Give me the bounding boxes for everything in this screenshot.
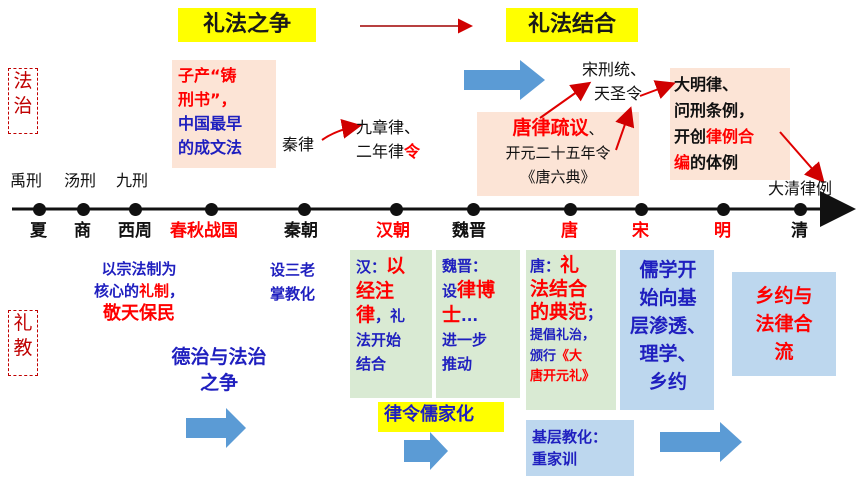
text-dezhi: 德治与法治 之争 bbox=[171, 346, 267, 394]
pre-label-tangxing: 汤刑 bbox=[64, 171, 97, 190]
text-han-rites: 汉：以 经注 律，礼 法开始 结合 bbox=[356, 255, 406, 373]
pre-label-jiuxing: 九刑 bbox=[116, 171, 149, 190]
arrow-tang-ming bbox=[615, 106, 635, 151]
timeline-dot bbox=[717, 203, 730, 216]
text-qing-law: 大清律例 bbox=[768, 179, 833, 198]
timeline-dot bbox=[390, 203, 403, 216]
text-weijin-rites: 魏晋： 设律博 士... 进一步 推动 bbox=[442, 257, 496, 373]
pre-label-yuxing: 禹刑 bbox=[10, 171, 43, 190]
text-qinlv: 秦律 bbox=[282, 135, 315, 154]
timeline-dot bbox=[467, 203, 480, 216]
block-arrow-mid bbox=[404, 432, 448, 470]
timeline-dot bbox=[33, 203, 46, 216]
box-weijin bbox=[436, 250, 520, 398]
timeline-dot bbox=[129, 203, 142, 216]
text-jiceng: 基层教化： 重家训 bbox=[532, 428, 608, 468]
box-han bbox=[350, 250, 432, 398]
text-song-rites: 儒学开 始向基 层渗透、 理学、 乡约 bbox=[629, 259, 706, 393]
block-arrow-top bbox=[464, 60, 545, 100]
era-shang: 商 bbox=[74, 221, 91, 241]
timeline-dot bbox=[794, 203, 807, 216]
box-tanglv bbox=[477, 112, 639, 196]
era-ming: 明 bbox=[714, 221, 731, 241]
box-ming bbox=[732, 272, 836, 376]
era-qinchao: 秦朝 bbox=[284, 221, 318, 241]
era-qing: 清 bbox=[791, 221, 808, 241]
arrow-tang-song bbox=[539, 81, 592, 119]
era-song: 宋 bbox=[632, 221, 649, 241]
era-weijin: 魏晋 bbox=[452, 221, 486, 241]
arrow-qinlv-jiuzhang bbox=[321, 119, 362, 141]
timeline-dot bbox=[298, 203, 311, 216]
text-qin-rites: 设三老 掌教化 bbox=[270, 261, 316, 303]
box-minglv bbox=[670, 68, 790, 180]
text-ming-rites: 乡约与 法律合 流 bbox=[755, 285, 813, 363]
box-zichan bbox=[172, 60, 276, 168]
text-xizhou-rites: 以宗法制为 核心的礼制， 敬天保民 bbox=[93, 260, 185, 324]
text-tang-rites: 唐：礼 法结合 的典范； 提倡礼治， 颁行《大 唐开元礼》 bbox=[530, 254, 603, 384]
text-jiuzhang: 九章律、 二年律令 bbox=[356, 118, 421, 161]
timeline-dot bbox=[635, 203, 648, 216]
text-ming-law: 大明律、 问刑条例， 开创律例合 编的体例 bbox=[674, 75, 755, 172]
text-tanglv: 唐律疏议、 开元二十五年令 《唐六典》 bbox=[505, 117, 611, 186]
header-lifa-zhizheng: 礼法之争 bbox=[178, 8, 316, 42]
timeline-dot bbox=[564, 203, 577, 216]
timeline-dot bbox=[77, 203, 90, 216]
era-tang: 唐 bbox=[561, 221, 578, 241]
arrow-ming-qing bbox=[779, 131, 825, 184]
text-lvling: 律令儒家化 bbox=[384, 404, 474, 425]
block-arrow-right bbox=[660, 422, 742, 462]
text-zichan: 子产“铸 刑书”， 中国最早 的成文法 bbox=[178, 66, 243, 157]
box-song bbox=[620, 250, 714, 410]
box-lvling bbox=[378, 402, 504, 432]
arrow-song-ming bbox=[639, 80, 676, 99]
timeline-dot bbox=[205, 203, 218, 216]
side-label-fazhi: 法治 bbox=[8, 68, 38, 134]
box-tang bbox=[526, 250, 616, 410]
era-xia: 夏 bbox=[30, 221, 47, 241]
side-label-lijiao: 礼教 bbox=[8, 310, 38, 376]
block-arrow-left bbox=[186, 408, 246, 448]
era-chunqiu: 春秋战国 bbox=[170, 221, 238, 241]
text-song-law: 宋刑统、 天圣令 bbox=[582, 60, 647, 103]
header-lifa-jiehe: 礼法结合 bbox=[506, 8, 638, 42]
era-xizhou: 西周 bbox=[118, 221, 152, 241]
box-jiceng bbox=[526, 420, 634, 476]
era-hanchao: 汉朝 bbox=[376, 221, 410, 241]
